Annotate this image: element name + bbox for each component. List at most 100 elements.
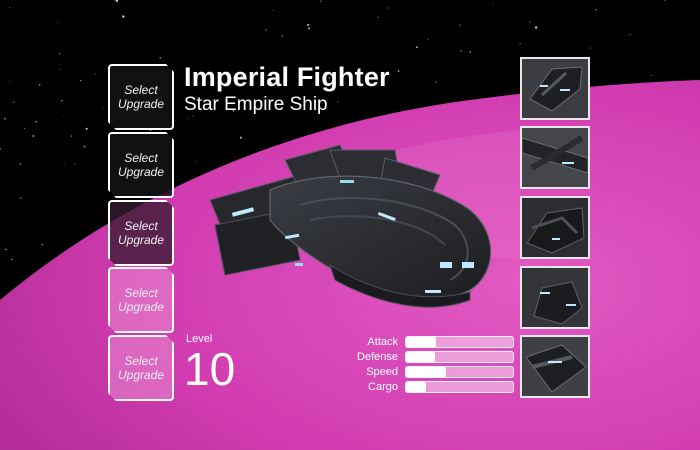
stat-bar (405, 336, 514, 348)
star (397, 70, 400, 72)
select-upgrade-button-2[interactable]: Select Upgrade (108, 132, 174, 198)
select-upgrade-label: Select Upgrade (117, 151, 165, 179)
star (534, 26, 538, 29)
ship-name: Imperial Fighter (184, 62, 390, 92)
star (307, 27, 310, 30)
star (115, 0, 119, 3)
star (9, 7, 11, 9)
star (459, 24, 461, 27)
star (415, 46, 418, 49)
star (664, 0, 666, 2)
stat-bar-fill (406, 337, 436, 347)
star (427, 38, 429, 40)
star (83, 145, 86, 148)
star (239, 136, 242, 139)
star (35, 121, 37, 123)
stat-label: Cargo (368, 381, 398, 393)
star (59, 69, 61, 70)
star (4, 117, 6, 120)
star (281, 35, 284, 37)
star (57, 22, 59, 24)
stat-bar (405, 366, 514, 378)
star (457, 2, 459, 3)
star (595, 8, 597, 11)
ship-view-front-thumbnail[interactable] (520, 335, 590, 398)
star (70, 135, 72, 137)
star (32, 135, 35, 137)
starfield (0, 0, 666, 261)
star (435, 81, 437, 83)
select-upgrade-label: Select Upgrade (117, 83, 165, 111)
star (519, 42, 521, 45)
select-upgrade-label: Select Upgrade (117, 219, 165, 247)
star (589, 47, 592, 49)
star (272, 10, 274, 11)
star (24, 127, 26, 129)
stat-bar (405, 381, 514, 393)
star (74, 163, 76, 165)
star (61, 100, 63, 102)
star (320, 0, 322, 3)
star (159, 56, 162, 59)
star (38, 83, 41, 86)
star (311, 76, 313, 78)
star (460, 49, 463, 52)
star (337, 101, 339, 103)
star (11, 258, 13, 261)
star (232, 109, 235, 112)
star (328, 77, 331, 79)
star (187, 118, 188, 119)
ship-view-wing-thumbnail[interactable] (520, 126, 590, 189)
star (62, 116, 63, 117)
ship-view-top-thumbnail[interactable] (520, 57, 590, 120)
star (343, 30, 345, 32)
select-upgrade-button-4[interactable]: Select Upgrade (108, 267, 174, 333)
ship-view-rear-thumbnail[interactable] (520, 266, 590, 329)
star (8, 80, 10, 82)
star (387, 7, 389, 9)
star (271, 81, 273, 83)
star (588, 30, 590, 32)
star (240, 75, 243, 78)
ship-model (209, 144, 492, 308)
star (85, 127, 88, 130)
star (19, 163, 21, 165)
select-upgrade-label: Select Upgrade (117, 354, 165, 382)
stat-label: Defense (357, 351, 398, 363)
stat-label: Speed (366, 366, 398, 378)
stat-label: Attack (367, 336, 398, 348)
star (307, 23, 310, 27)
ship-class: Star Empire Ship (184, 94, 328, 115)
stat-cargo: Cargo (340, 381, 516, 394)
stat-speed: Speed (340, 366, 516, 379)
stat-defense: Defense (340, 351, 516, 364)
star (114, 0, 117, 2)
star (377, 16, 379, 19)
star (20, 197, 22, 199)
star (5, 248, 7, 251)
ship-view-side-thumbnail[interactable] (520, 196, 590, 259)
star (492, 4, 494, 6)
select-upgrade-label: Select Upgrade (117, 286, 165, 314)
star (265, 29, 267, 31)
star (195, 160, 197, 162)
stat-attack: Attack (340, 336, 516, 349)
star (58, 53, 61, 55)
star (117, 11, 119, 13)
select-upgrade-button-5[interactable]: Select Upgrade (108, 335, 174, 401)
select-upgrade-button-1[interactable]: Select Upgrade (108, 64, 174, 130)
star (192, 115, 194, 117)
star (0, 147, 1, 150)
star (102, 108, 104, 109)
stat-bar-fill (406, 352, 435, 362)
star (64, 162, 66, 164)
star (629, 33, 631, 36)
star (324, 81, 327, 84)
stat-bar (405, 351, 514, 363)
star (80, 79, 82, 82)
star (94, 73, 96, 75)
star (12, 101, 15, 104)
select-upgrade-button-3[interactable]: Select Upgrade (108, 200, 174, 266)
star (529, 21, 531, 23)
star (469, 51, 472, 53)
